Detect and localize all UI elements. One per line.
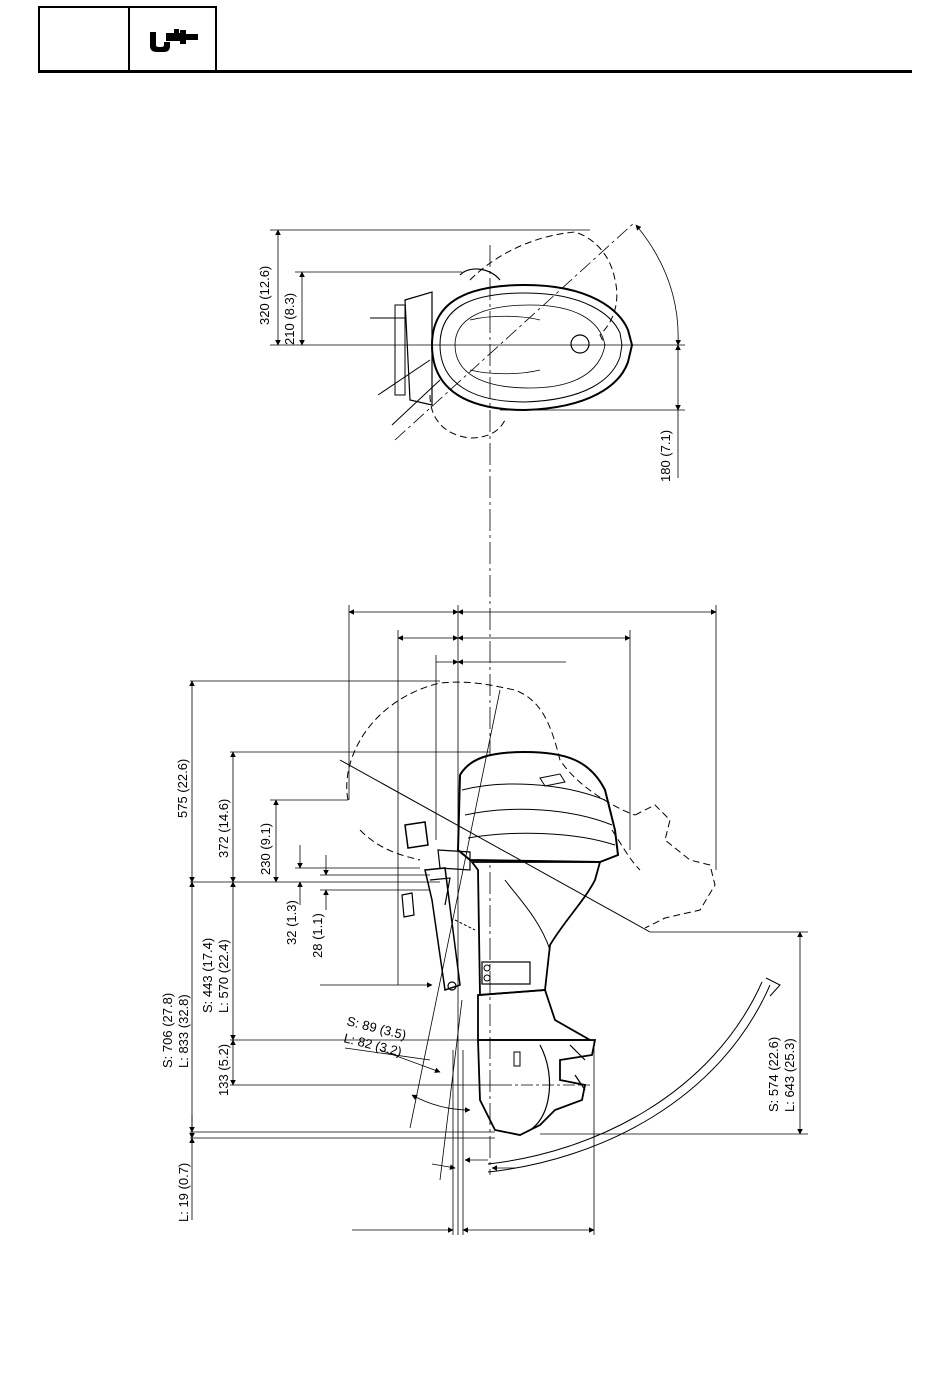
label-28: 28 (1.1) xyxy=(310,913,325,958)
label-l833: L: 833 (32.8) xyxy=(176,994,191,1068)
label-l570: L: 570 (22.4) xyxy=(216,939,231,1013)
side-cowl xyxy=(458,752,618,862)
top-cowl xyxy=(432,285,632,410)
top-swing-outline xyxy=(470,232,617,345)
label-s574: S: 574 (22.6) xyxy=(766,1037,781,1112)
label-32: 32 (1.3) xyxy=(284,900,299,945)
tilt-arc-outer xyxy=(488,985,770,1172)
label-230: 230 (9.1) xyxy=(258,823,273,875)
label-l19: L: 19 (0.7) xyxy=(176,1163,191,1222)
label-133: 133 (5.2) xyxy=(216,1044,231,1096)
side-gearcase xyxy=(478,1040,595,1135)
label-210: 210 (8.3) xyxy=(282,293,297,345)
trim-axis-line xyxy=(410,690,500,1128)
label-l643: L: 643 (25.3) xyxy=(782,1038,797,1112)
side-lower-cowl xyxy=(472,862,600,995)
side-shaft-housing xyxy=(478,990,590,1040)
side-view xyxy=(190,605,808,1235)
label-s443: S: 443 (17.4) xyxy=(200,938,215,1013)
top-bracket xyxy=(405,292,432,405)
label-372: 372 (14.6) xyxy=(216,799,231,858)
top-cowl-inner xyxy=(440,293,622,402)
top-swing-arc xyxy=(636,225,678,345)
label-575: 575 (22.6) xyxy=(175,759,190,818)
label-s706: S: 706 (27.8) xyxy=(160,993,175,1068)
label-180: 180 (7.1) xyxy=(658,430,673,482)
top-fuel-cap xyxy=(571,335,589,353)
label-320: 320 (12.6) xyxy=(257,266,272,325)
